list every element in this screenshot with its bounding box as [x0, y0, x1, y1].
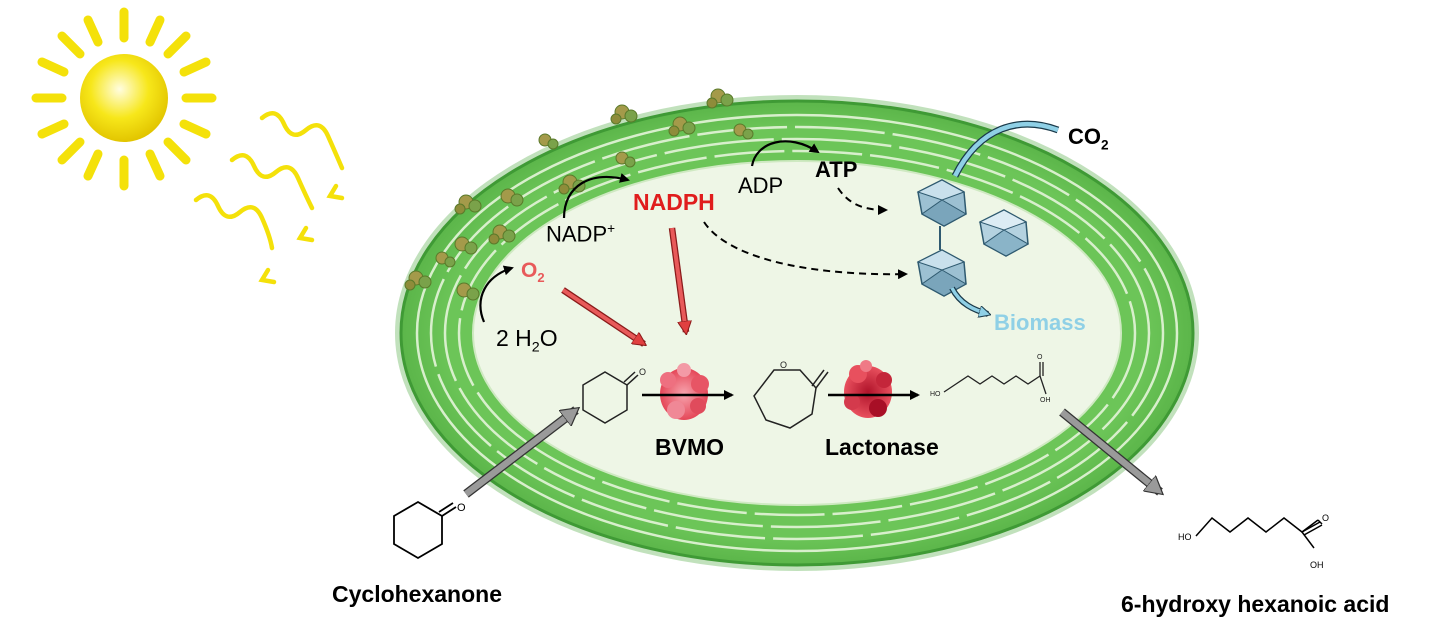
lactonase-label: Lactonase: [825, 434, 939, 460]
outer-oh-label: OH: [1310, 560, 1324, 570]
outer-o-label: O: [1322, 513, 1329, 523]
lactonase-enzyme-icon: [844, 360, 892, 418]
ketone-oxygen-label: O: [639, 367, 646, 377]
cyclohexanone-molecule: [582, 371, 639, 424]
inner-o-label: O: [1037, 354, 1043, 361]
lactone-oxygen-label: O: [780, 360, 787, 370]
nadph-to-bvmo-arrow-fill: [670, 227, 686, 332]
phycobilisome-icon: [404, 88, 754, 301]
light-ray-icon: [193, 110, 345, 285]
o2-to-bvmo-arrow-fill: [561, 288, 644, 344]
uptake-arrow-fill: [464, 410, 576, 497]
biomass-arrow-fill: [950, 287, 988, 314]
caprolactone-molecule: [753, 369, 829, 429]
atp-label: ATP: [815, 157, 858, 182]
o2-subscript: 2: [537, 270, 545, 286]
nadph-to-carboxysome-arrow: [703, 221, 908, 280]
export-arrow-fill: [1059, 409, 1160, 492]
nadp-text: NADP: [546, 221, 608, 247]
bvmo-label: BVMO: [655, 434, 724, 460]
nadp-label: NADP+: [546, 222, 615, 245]
outside-ketone-oxygen-label: O: [457, 502, 466, 514]
o2-label-text: O: [521, 259, 538, 282]
water-prefix: 2 H: [496, 325, 532, 351]
water-to-o2-arrow: [479, 265, 514, 323]
inner-ho-label: HO: [930, 391, 941, 398]
outer-ho-label: HO: [1178, 532, 1192, 542]
carboxysome-icon: [916, 179, 968, 227]
carboxysome-icon: [978, 209, 1030, 257]
o2-label: O2: [521, 260, 545, 284]
cyclohexanone-label: Cyclohexanone: [332, 581, 502, 607]
adp-to-atp-arrow: [750, 140, 820, 167]
co2-subscript: 2: [1101, 137, 1109, 153]
nadp-superscript: +: [607, 221, 616, 236]
cyclohexanone-molecule-outside: [393, 500, 457, 560]
hydroxyhexanoic-acid-molecule-outside: [1195, 516, 1323, 549]
co2-uptake-arrow-fill: [952, 122, 1059, 178]
atp-to-carboxysome-arrow: [837, 187, 888, 215]
co2-text: CO: [1068, 124, 1101, 149]
inner-oh-label: OH: [1040, 397, 1051, 404]
nadph-label: NADPH: [633, 189, 715, 215]
co2-label: CO2: [1068, 126, 1109, 152]
product-label: 6-hydroxy hexanoic acid: [1121, 591, 1390, 617]
water-label: 2 H2O: [496, 327, 558, 355]
adp-label: ADP: [738, 173, 784, 198]
water-subscript: 2: [531, 339, 540, 356]
hydroxyhexanoic-acid-molecule-inner: [943, 362, 1047, 395]
biomass-label: Biomass: [994, 310, 1086, 335]
sun-icon: [31, 7, 217, 191]
water-suffix: O: [539, 325, 558, 351]
carboxysome-icon: [916, 249, 968, 297]
nadp-to-nadph-arrow: [562, 173, 630, 219]
